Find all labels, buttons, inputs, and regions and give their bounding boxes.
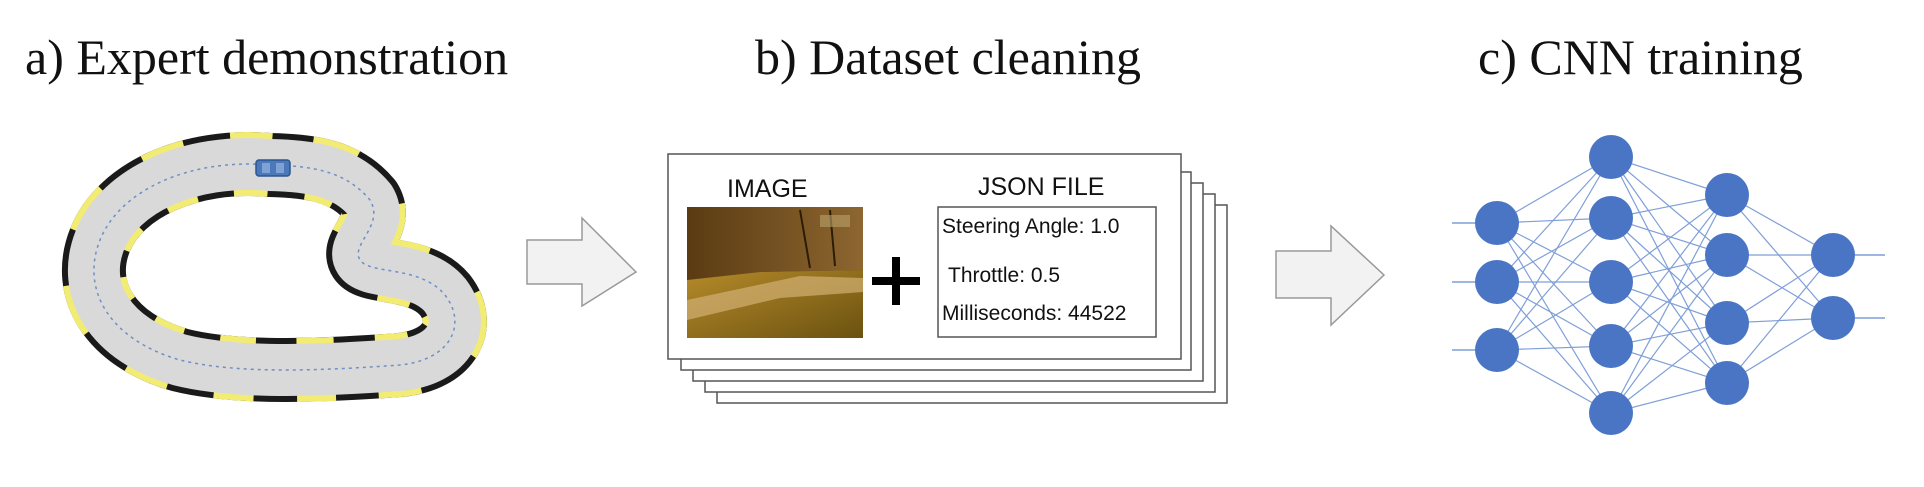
network-connection	[1610, 156, 1728, 324]
neuron-layer-3	[1705, 301, 1749, 345]
json-line-steering: Steering Angle: 1.0	[942, 215, 1120, 238]
network-connection	[1610, 281, 1728, 384]
neuron-layer-3	[1705, 173, 1749, 217]
network-connection	[1726, 254, 1834, 384]
panel-b-title: b) Dataset cleaning	[755, 29, 1141, 85]
neuron-layer-4	[1811, 233, 1855, 277]
json-box	[937, 206, 1157, 338]
network-connection	[1610, 194, 1728, 347]
neuron-layer-3	[1705, 361, 1749, 405]
car-icon	[255, 159, 291, 177]
network-connection	[1496, 281, 1612, 351]
network-connection	[1496, 156, 1612, 351]
neuron-layer-2	[1589, 196, 1633, 240]
arrow-right-icon	[1275, 224, 1386, 327]
network-connection	[1610, 254, 1728, 414]
network-connection	[1726, 194, 1834, 319]
neural-network	[1452, 135, 1885, 435]
network-connection	[1610, 194, 1728, 283]
race-track-icon	[61, 132, 487, 402]
neuron-layer-2	[1589, 324, 1633, 368]
neuron-layer-2	[1589, 391, 1633, 435]
neuron-layer-1	[1475, 260, 1519, 304]
json-line-milliseconds: Milliseconds: 44522	[942, 302, 1127, 325]
panel-c-title: c) CNN training	[1478, 29, 1803, 85]
network-connection	[1610, 322, 1728, 414]
plus-icon	[872, 257, 920, 305]
image-label: IMAGE	[727, 175, 808, 203]
neuron-layer-4	[1811, 296, 1855, 340]
neuron-layer-1	[1475, 201, 1519, 245]
json-line-throttle: Throttle: 0.5	[948, 264, 1061, 287]
network-connection	[1496, 217, 1612, 351]
neuron-layer-3	[1705, 233, 1749, 277]
network-connection	[1610, 254, 1728, 347]
camera-frame-icon	[687, 207, 863, 338]
panel-a-title: a) Expert demonstration	[25, 29, 509, 85]
network-connection	[1496, 222, 1612, 414]
neuron-layer-2	[1589, 260, 1633, 304]
network-connection	[1610, 194, 1728, 414]
arrow-right-icon	[526, 216, 638, 308]
neuron-layer-1	[1475, 328, 1519, 372]
json-label: JSON FILE	[978, 173, 1105, 201]
neuron-layer-2	[1589, 135, 1633, 179]
network-connection	[1496, 156, 1612, 283]
